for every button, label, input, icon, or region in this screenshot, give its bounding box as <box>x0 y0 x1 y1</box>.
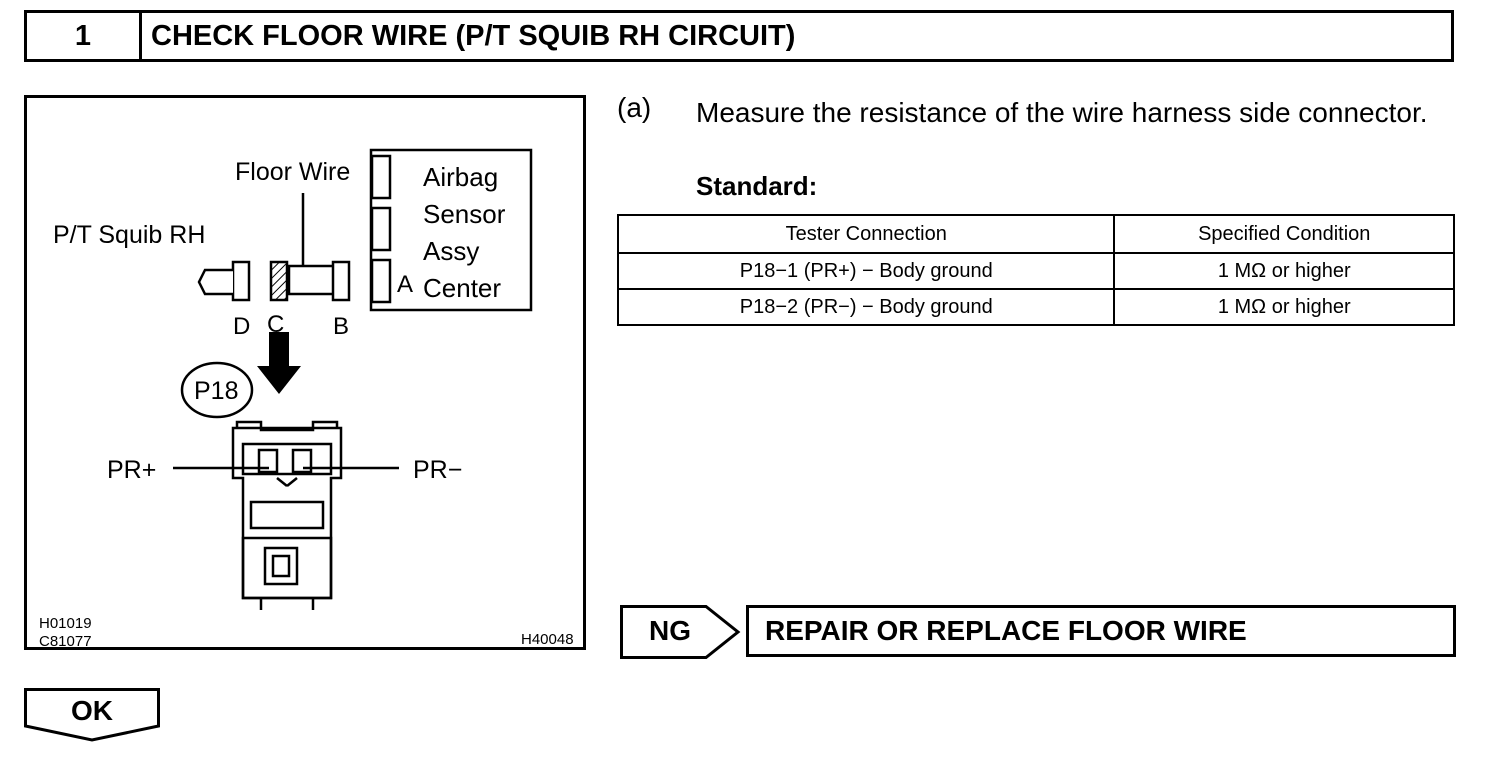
column-header: Tester Connection <box>616 214 1116 254</box>
step-number: 1 <box>27 13 142 59</box>
step-header: 1 CHECK FLOOR WIRE (P/T SQUIB RH CIRCUIT… <box>24 10 1454 62</box>
squib-label: P/T Squib RH <box>53 221 205 249</box>
column-header: Specified Condition <box>1113 214 1455 254</box>
instruction-text: Measure the resistance of the wire harne… <box>696 97 1428 128</box>
figure-code-2: C81077 <box>39 633 92 650</box>
down-arrow <box>257 332 301 394</box>
table-cell: 1 MΩ or higher <box>1113 288 1455 326</box>
table-cell: P18−1 (PR+) − Body ground <box>616 252 1116 290</box>
figure-code-1: H01019 <box>39 615 92 632</box>
sensor-connector-2 <box>370 206 392 252</box>
pr-plus-label: PR+ <box>107 456 156 484</box>
ng-arrow-shape <box>620 605 741 659</box>
table-cell: 1 MΩ or higher <box>1113 252 1455 290</box>
airbag-label: Airbag <box>423 162 498 192</box>
table-row: P18−1 (PR+) − Body ground 1 MΩ or higher <box>616 252 1455 290</box>
table-row: P18−2 (PR−) − Body ground 1 MΩ or higher <box>616 288 1455 326</box>
connector-c-label: C <box>267 311 284 338</box>
p18-label: P18 <box>194 377 238 405</box>
squib-plug <box>197 268 233 296</box>
floor-wire-body <box>287 264 337 296</box>
connector-c <box>269 260 289 302</box>
connector-illustration: Airbag Sensor Assy Center A Floor Wire P… <box>24 95 586 650</box>
p18-callout <box>180 361 254 419</box>
connector-d-label: D <box>233 313 250 340</box>
connector-face-drawing <box>231 420 343 610</box>
connector-d <box>231 260 251 302</box>
figure-code-3: H40048 <box>521 631 574 648</box>
connector-a-label: A <box>397 271 413 298</box>
standard-label: Standard: <box>696 171 818 201</box>
ok-label: OK <box>71 695 113 726</box>
ok-arrow-shape <box>24 688 160 742</box>
ng-action-box: REPAIR OR REPLACE FLOOR WIRE <box>746 605 1456 657</box>
connector-b <box>331 260 351 302</box>
sensor-label: Sensor <box>423 199 506 229</box>
assy-label: Assy <box>423 236 479 266</box>
connector-diagram: Airbag Sensor Assy Center A Floor Wire P… <box>39 148 574 650</box>
table-header-row: Tester Connection Specified Condition <box>616 214 1455 254</box>
step-title: CHECK FLOOR WIRE (P/T SQUIB RH CIRCUIT) <box>151 19 796 52</box>
specification-table: Tester Connection Specified Condition P1… <box>616 214 1455 326</box>
pr-minus-label: PR− <box>413 456 462 484</box>
floor-wire-label: Floor Wire <box>235 158 350 186</box>
table-cell: P18−2 (PR−) − Body ground <box>616 288 1116 326</box>
ng-label: NG <box>649 615 691 646</box>
substep-letter: (a) <box>617 92 652 123</box>
sensor-connector-a <box>370 258 392 304</box>
sensor-connector-1 <box>370 154 392 200</box>
center-label: Center <box>423 273 501 303</box>
connector-b-label: B <box>333 313 349 340</box>
